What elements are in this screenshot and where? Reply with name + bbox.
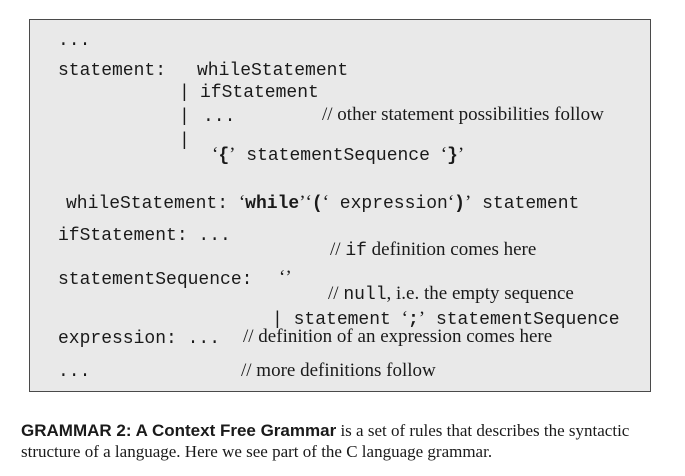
rule-statement-label: statement:	[58, 61, 167, 81]
comment-more-definitions: // more definitions follow	[241, 360, 436, 381]
rule-statement-alt-if: ifStatement	[200, 83, 319, 103]
rule-sequence-label: statementSequence:	[58, 270, 253, 290]
rule-if-label: ifStatement: ...	[58, 226, 231, 246]
comment-if: // if definition comes here	[330, 239, 537, 261]
quote: ‘	[305, 192, 312, 213]
alt-bar: |	[179, 83, 190, 103]
comment-expression: // definition of an expression comes her…	[243, 326, 553, 347]
rparen: )	[454, 194, 465, 214]
keyword-null: null	[343, 285, 387, 305]
alt-bar: |	[272, 310, 283, 330]
alt-bar: |	[179, 107, 190, 127]
figure-caption: GRAMMAR 2: A Context Free Grammar is a s…	[21, 420, 661, 462]
nonterminal-statement-sequence: statementSequence	[435, 310, 620, 330]
nonterminal-statement: statement	[482, 194, 580, 214]
empty-quotes: ‘’	[279, 267, 292, 288]
ellipsis-top: ...	[58, 31, 91, 51]
caption-text: is a set of rules that describes the syn…	[21, 421, 630, 461]
alt-bar: |	[179, 131, 190, 151]
lparen: (	[311, 194, 323, 214]
brace-open: {	[218, 146, 230, 166]
rule-statement-alt-ellipsis: ...	[203, 107, 236, 127]
nonterminal	[235, 146, 246, 166]
comment-null: // null, i.e. the empty sequence	[328, 283, 574, 305]
quote: ‘	[401, 308, 408, 329]
nonterminal-statement: statement	[293, 310, 391, 330]
rule-expression-label: expression: ...	[58, 329, 221, 349]
semicolon: ;	[407, 310, 419, 330]
nonterminal-statement-sequence: statementSequence	[246, 146, 430, 166]
quote: ‘	[447, 192, 455, 213]
quote: ’	[457, 144, 465, 165]
rule-sequence-alt: | statement ‘;’ statementSequence	[264, 293, 620, 329]
nonterminal-expression: expression	[339, 194, 448, 214]
quote: ‘	[212, 144, 219, 165]
rule-while-label: whileStatement:	[66, 194, 229, 214]
ellipsis-bottom: ...	[58, 362, 91, 382]
keyword-while: while	[245, 194, 300, 214]
rule-statement-alt-block: ‘{’ statementSequence ‘}’	[204, 129, 464, 165]
rule-while: whileStatement: ‘while’‘(‘ expression‘)’…	[58, 177, 579, 213]
quote: ’	[299, 192, 306, 213]
quote: ‘	[322, 192, 329, 213]
quote: ’	[229, 144, 236, 165]
caption-title: GRAMMAR 2: A Context Free Grammar	[21, 421, 337, 440]
quote: ‘	[440, 144, 448, 165]
brace-close: }	[447, 146, 458, 166]
keyword-if: if	[345, 241, 367, 261]
comment-other-statements: // other statement possibilities follow	[322, 104, 604, 125]
grammar-box	[29, 19, 651, 392]
quote: ’	[418, 308, 426, 329]
quote: ’	[464, 192, 472, 213]
rule-statement-alt-while: whileStatement	[197, 61, 349, 81]
quote: ‘	[238, 192, 246, 213]
